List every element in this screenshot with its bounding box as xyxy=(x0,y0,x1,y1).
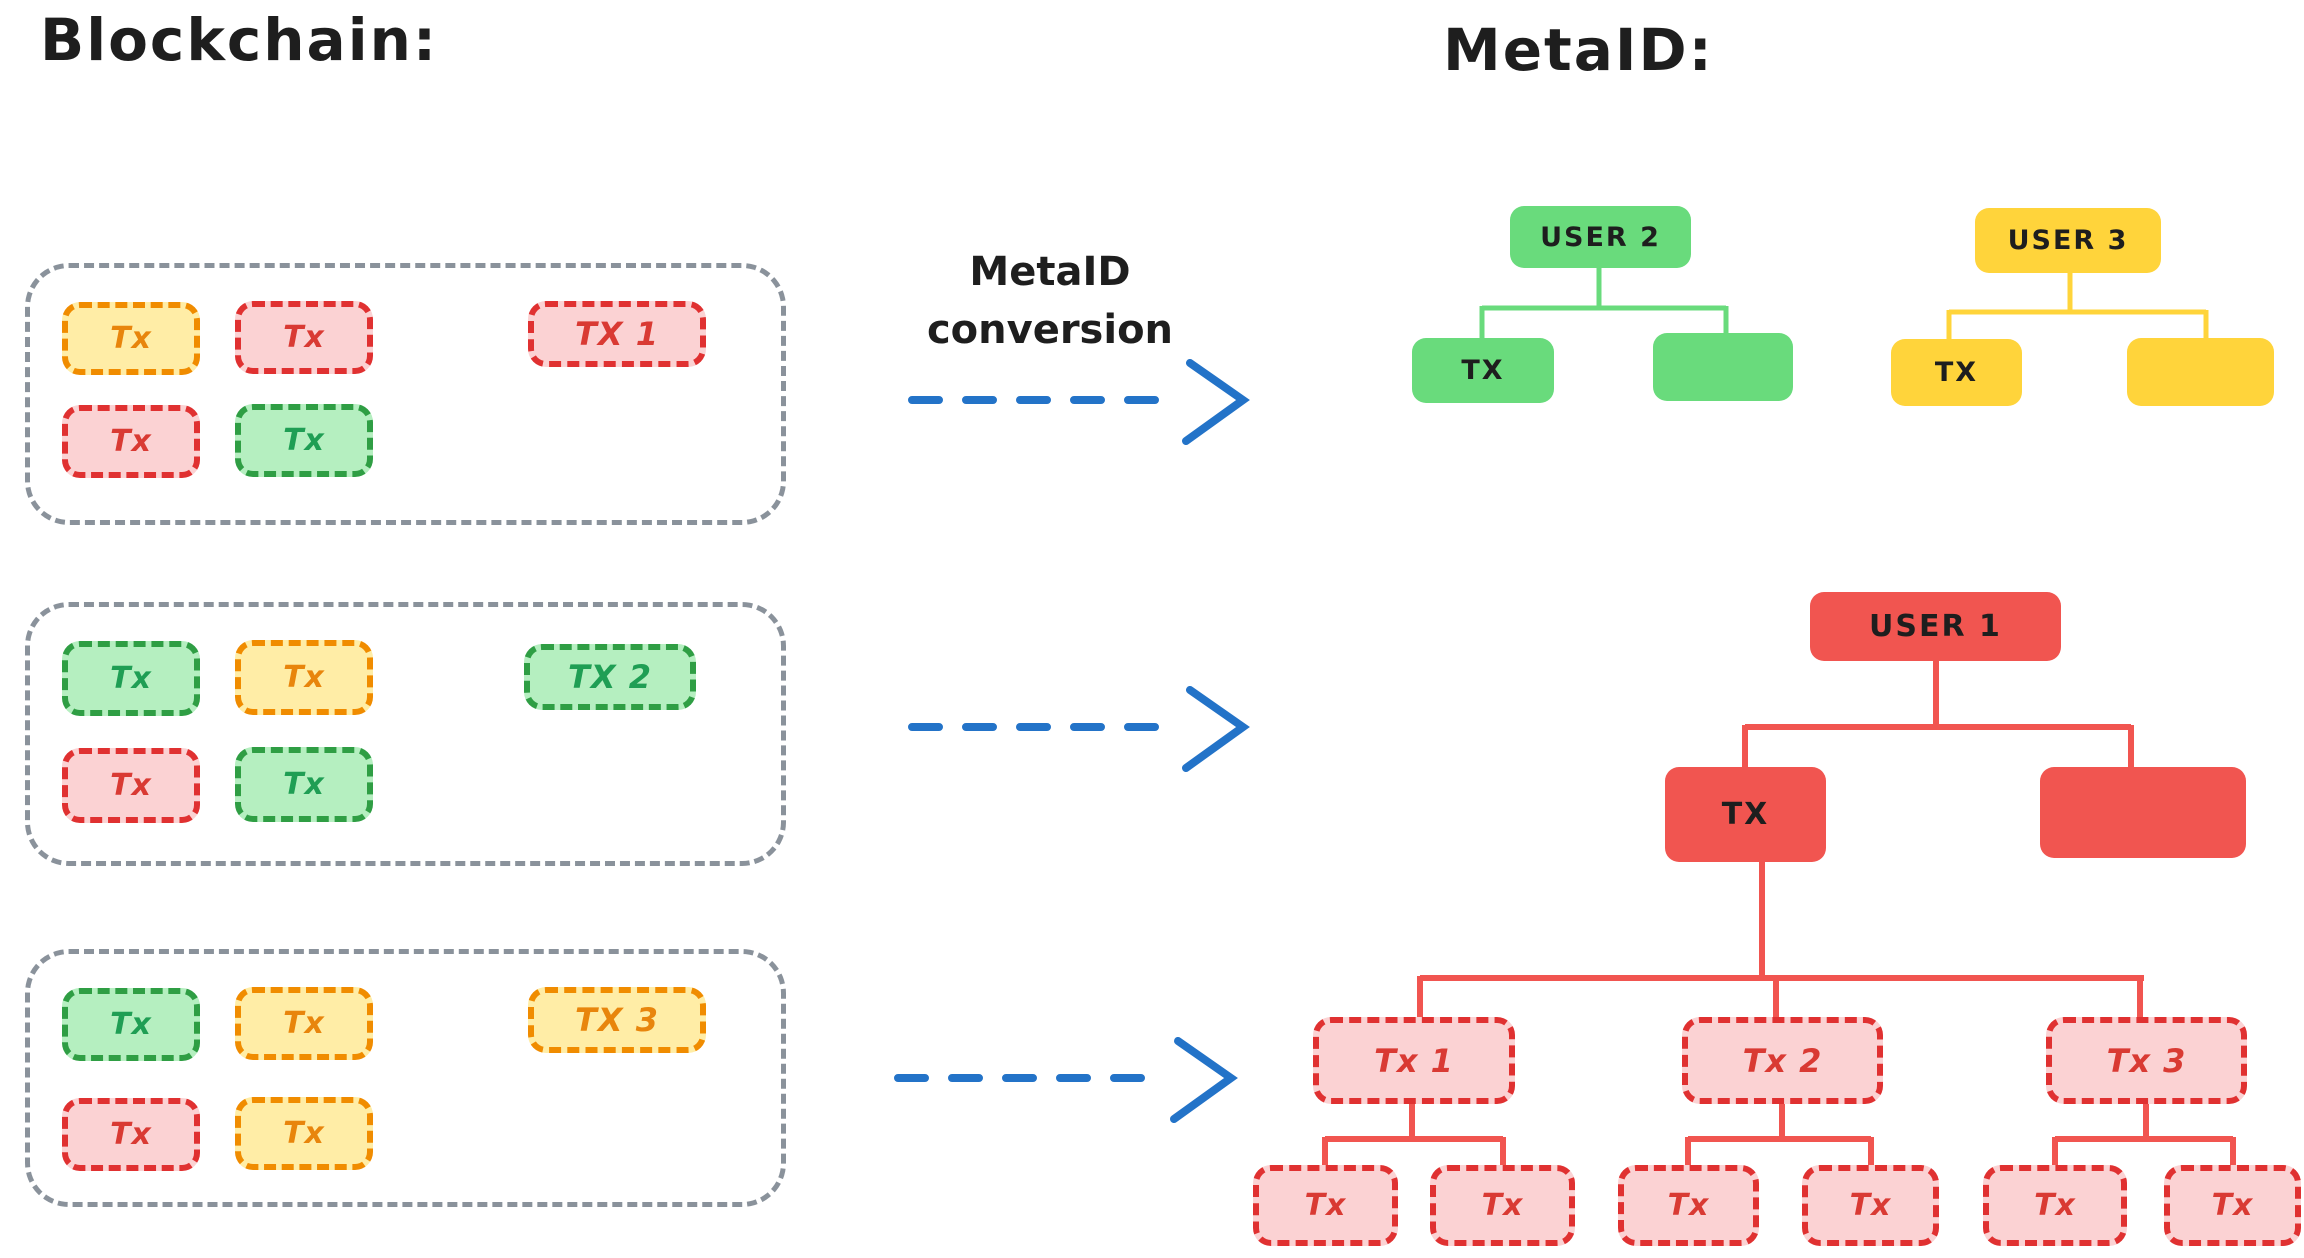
block-2-main-tx-box: TX 2 xyxy=(524,644,696,710)
tx-label: TX xyxy=(1721,797,1770,832)
block-2-tx-box: Tx xyxy=(235,640,373,715)
user3-tx-box: TX xyxy=(1891,339,2022,406)
block-3-tx-box: Tx xyxy=(235,1097,373,1170)
user1-leaf-tx-box: Tx xyxy=(1430,1165,1575,1246)
user2-tree-connectors xyxy=(1479,266,1729,344)
arrow-head-2 xyxy=(1182,686,1250,772)
user-label: USER 2 xyxy=(1540,221,1661,253)
user1-leaf-tx-box: Tx xyxy=(1983,1165,2127,1246)
block-1-tx-box: Tx xyxy=(62,302,200,375)
user3-blank-box xyxy=(2127,338,2274,406)
block-3-tx-box: Tx xyxy=(62,1098,200,1171)
tx-label: Tx xyxy=(283,767,325,802)
tx-label: Tx xyxy=(1304,1188,1347,1223)
arrow-head-3 xyxy=(1170,1037,1238,1123)
conversion-label: MetaID conversion xyxy=(926,249,1174,353)
tx-label: Tx xyxy=(1667,1188,1710,1223)
tx-label: Tx xyxy=(1849,1188,1892,1223)
tx-label: TX 3 xyxy=(575,1001,659,1039)
user1-tx1-box: Tx 1 xyxy=(1313,1017,1515,1104)
tx-label: TX xyxy=(1461,355,1505,386)
block-1-tx-box: Tx xyxy=(235,404,373,477)
block-1-container xyxy=(25,263,786,525)
tx-label: Tx xyxy=(283,660,325,695)
tx-label: Tx 1 xyxy=(1374,1041,1454,1080)
tx-label: Tx xyxy=(110,661,152,696)
block-3-tx-box: Tx xyxy=(235,987,373,1060)
conversion-arrows xyxy=(894,359,1250,1123)
block-2-tx-box: Tx xyxy=(62,641,200,716)
user1-tx3-box: Tx 3 xyxy=(2046,1017,2247,1104)
user1-tx2-box: Tx 2 xyxy=(1682,1017,1883,1104)
tx-label: Tx 2 xyxy=(1742,1041,1823,1080)
tx-label: Tx xyxy=(110,321,152,356)
user-label: USER 1 xyxy=(1869,609,2002,644)
user2-tx-box: TX xyxy=(1412,338,1554,403)
metaid-title: MetaID: xyxy=(1443,16,1714,84)
block-1-tx-box: Tx xyxy=(62,405,200,478)
user2-root-box: USER 2 xyxy=(1510,206,1691,268)
user1-root-box: USER 1 xyxy=(1810,592,2061,661)
block-3-tx-box: Tx xyxy=(62,988,200,1061)
user1-tree-connectors xyxy=(1322,658,2236,1168)
blockchain-title: Blockchain: xyxy=(40,6,439,74)
block-3-container xyxy=(25,949,786,1207)
user1-leaf-tx-box: Tx xyxy=(2164,1165,2301,1246)
user1-tx-box: TX xyxy=(1665,767,1826,862)
block-2-container xyxy=(25,602,786,866)
tx-label: Tx xyxy=(283,1006,325,1041)
arrow-head-1 xyxy=(1182,359,1250,445)
user2-blank-box xyxy=(1653,333,1793,401)
user1-leaf-tx-box: Tx xyxy=(1253,1165,1398,1246)
tx-label: Tx xyxy=(110,1117,152,1152)
tx-label: Tx xyxy=(1481,1188,1524,1223)
block-1-tx-box: Tx xyxy=(235,301,373,374)
tx-label: Tx xyxy=(110,768,152,803)
tx-label: TX xyxy=(1934,357,1979,388)
tx-label: Tx xyxy=(110,424,152,459)
user3-root-box: USER 3 xyxy=(1975,208,2161,273)
tx-label: TX 1 xyxy=(575,315,659,353)
block-1-main-tx-box: TX 1 xyxy=(528,301,706,367)
user1-leaf-tx-box: Tx xyxy=(1802,1165,1939,1246)
tx-label: Tx xyxy=(110,1007,152,1042)
user1-blank-box xyxy=(2040,767,2246,858)
user3-tree-connectors xyxy=(1946,271,2209,345)
user1-leaf-tx-box: Tx xyxy=(1618,1165,1759,1246)
tx-label: Tx 3 xyxy=(2106,1041,2187,1080)
tx-label: Tx xyxy=(283,1116,325,1151)
tx-label: TX 2 xyxy=(568,658,652,696)
tx-label: Tx xyxy=(283,320,325,355)
block-2-tx-box: Tx xyxy=(235,747,373,822)
block-3-main-tx-box: TX 3 xyxy=(528,987,706,1053)
tx-label: Tx xyxy=(2211,1188,2254,1223)
tx-label: Tx xyxy=(283,423,325,458)
user-label: USER 3 xyxy=(2007,225,2129,256)
block-2-tx-box: Tx xyxy=(62,748,200,823)
tx-label: Tx xyxy=(2034,1188,2076,1223)
